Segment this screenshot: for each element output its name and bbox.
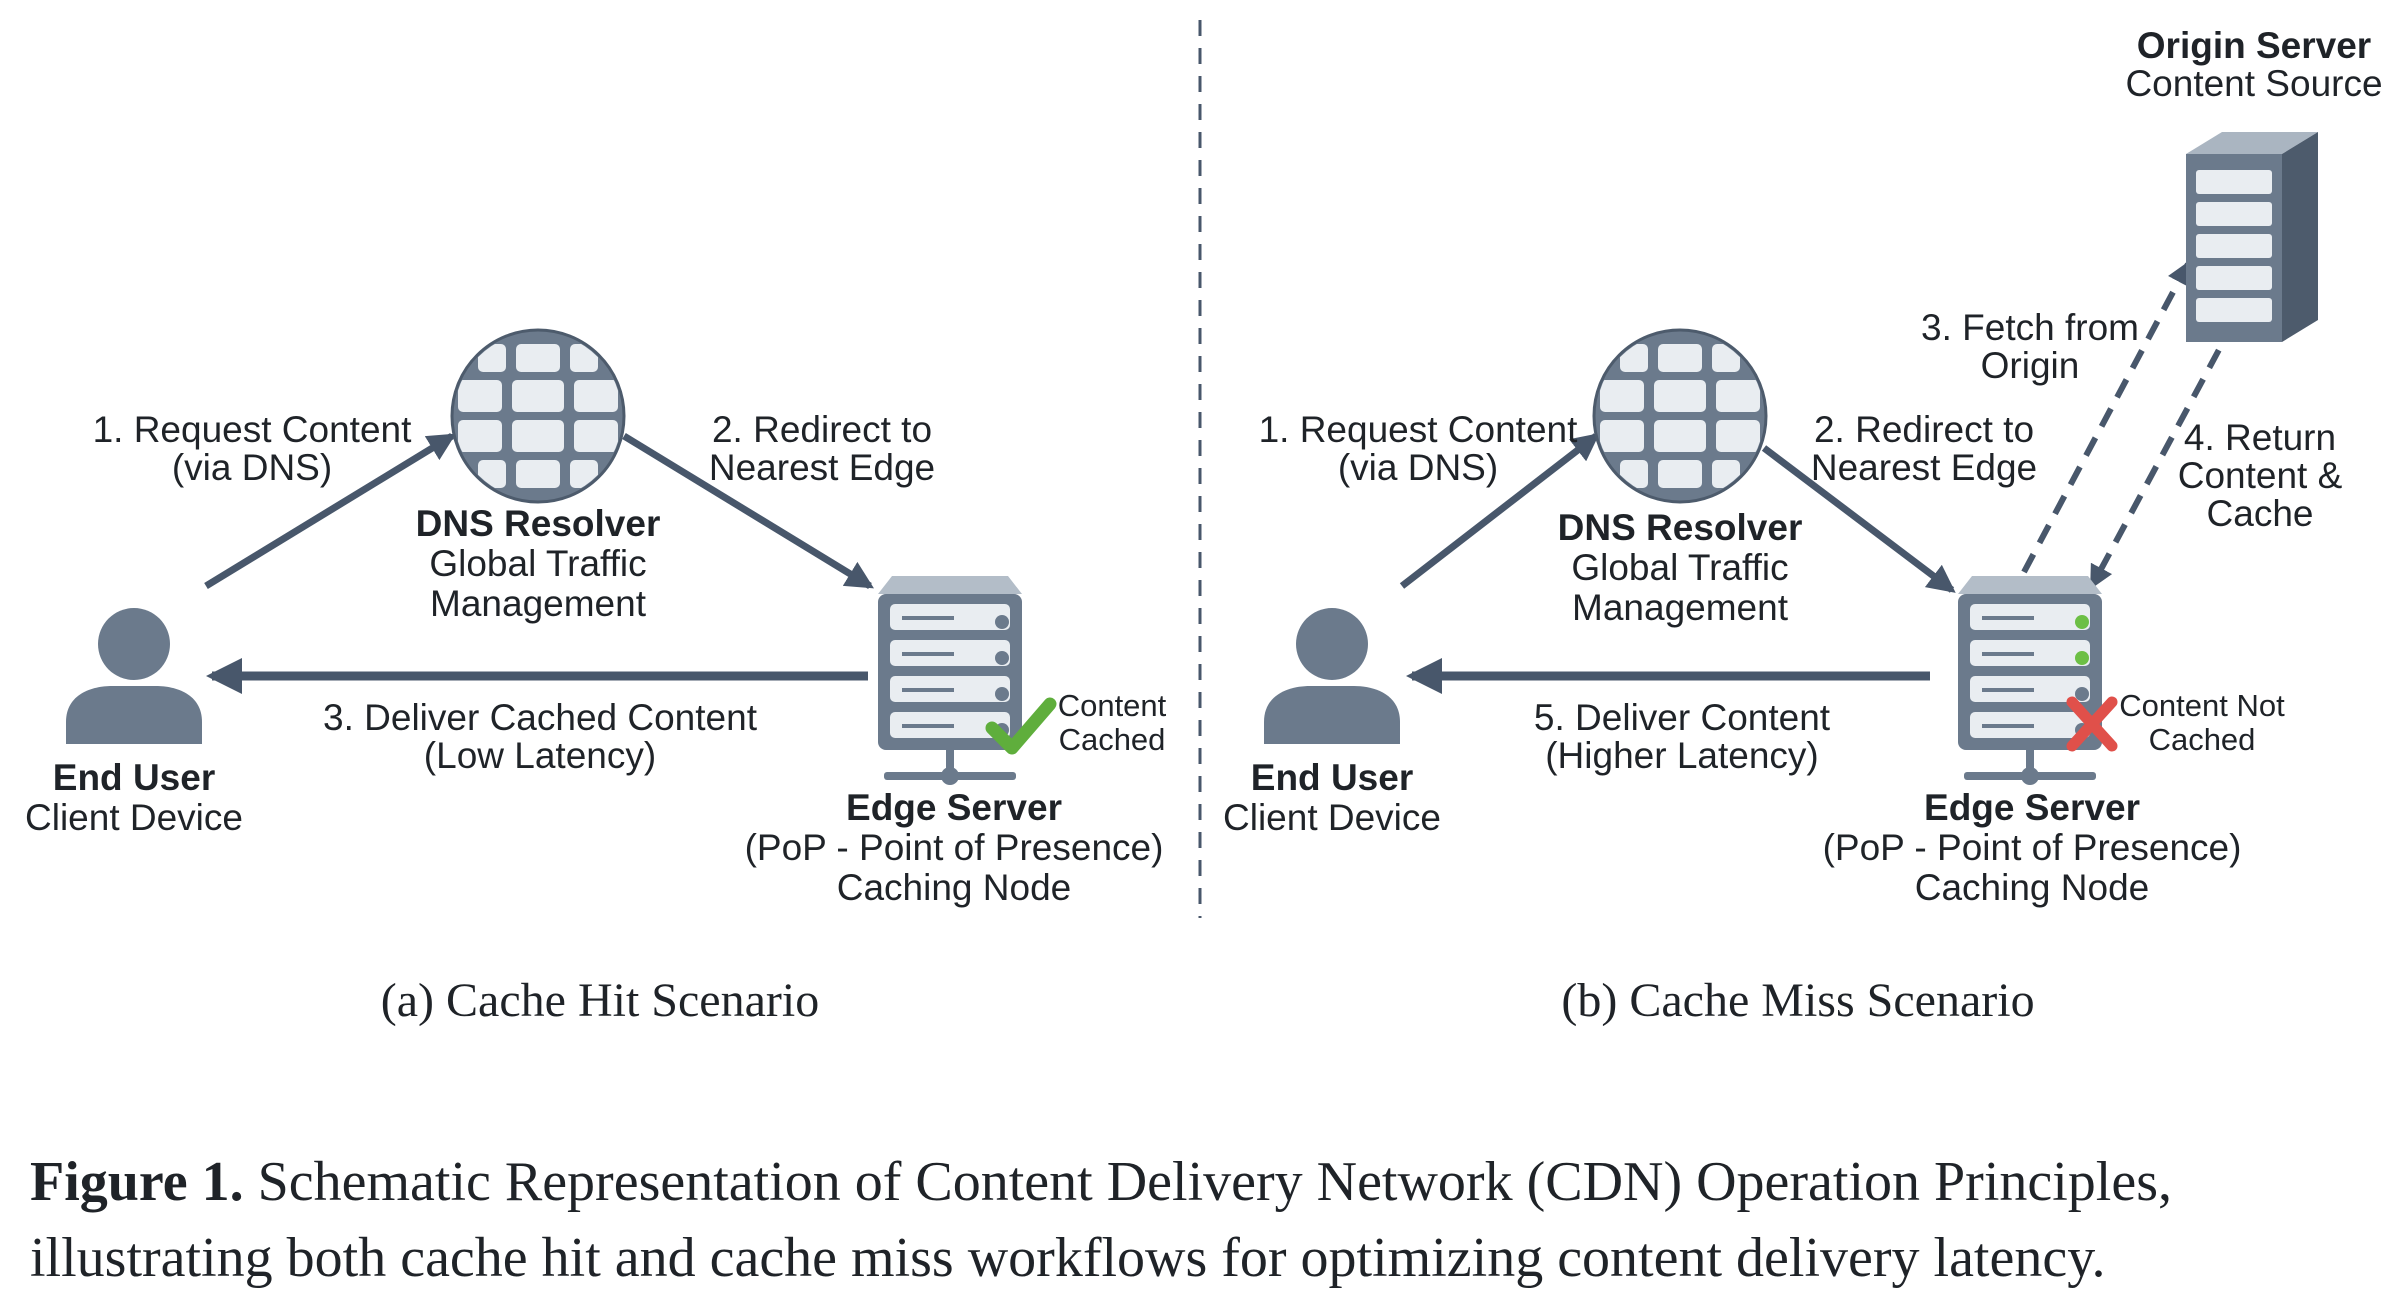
step2-line1: 2. Redirect to [1814,409,2034,450]
cross-icon [2066,696,2118,752]
edge-title: Edge Server [846,787,1062,828]
arrow-redirect-edge [622,433,874,589]
scenario-label-a: (a) Cache Hit Scenario [381,974,819,1027]
origin-title: Origin Server [2137,25,2371,66]
server-led [995,687,1009,701]
origin-server-node: Origin Server Content Source [2125,25,2383,342]
panel-cache-hit: DNS Resolver Global Traffic Management E… [25,330,1167,1027]
step2-line2: Nearest Edge [709,447,935,488]
server-rack-icon [2186,132,2318,342]
step3-line2: (Low Latency) [424,735,656,776]
panel-cache-miss: DNS Resolver Global Traffic Management E… [1223,25,2383,1027]
edge-line1: (PoP - Point of Presence) [745,827,1164,868]
status-line2: Cached [2149,722,2256,757]
caption-line1: Figure 1. Schematic Representation of Co… [30,1151,2172,1213]
edge-line2: Caching Node [837,867,1071,908]
server-led [2075,651,2089,665]
end-user-title: End User [53,757,215,798]
end-user-node: End User Client Device [1223,608,1441,838]
arrow-request-content [204,433,456,589]
caption-text: Schematic Representation of Content Deli… [244,1151,2172,1213]
edge-line1: (PoP - Point of Presence) [1823,827,2242,868]
dns-resolver-node: DNS Resolver Global Traffic Management [416,330,661,624]
step1-line2: (via DNS) [172,447,332,488]
step3-line2: Origin [1981,345,2080,386]
dns-resolver-node: DNS Resolver Global Traffic Management [1558,330,1803,628]
origin-subtitle: Content Source [2125,63,2382,104]
step3-line1: 3. Deliver Cached Content [323,697,758,738]
arrow-redirect-edge [1761,445,1956,593]
server-led [2075,615,2089,629]
dns-line1: Global Traffic [1571,547,1788,588]
end-user-node: End User Client Device [25,608,243,838]
dns-title: DNS Resolver [1558,507,1803,548]
arrow-request-content [1399,433,1600,589]
step3-line1: 3. Fetch from [1921,307,2139,348]
arrow-return-content [2089,290,2253,590]
status-line1: Content Not [2119,688,2285,723]
server-led [2075,687,2089,701]
step5-line2: (Higher Latency) [1545,735,1819,776]
dns-line2: Management [1572,587,1789,628]
step4-line3: Cache [2207,493,2314,534]
edge-server-node: Edge Server (PoP - Point of Presence) Ca… [1823,576,2242,908]
arrow-fetch-origin [2021,260,2191,574]
dns-line2: Management [430,583,647,624]
step4-line1: 4. Return [2184,417,2336,458]
figure-caption: Figure 1. Schematic Representation of Co… [30,1151,2172,1289]
edge-server-node: Edge Server (PoP - Point of Presence) Ca… [745,576,1164,908]
checkmark-icon [985,697,1057,755]
user-icon [1264,608,1400,744]
cache-status-miss: Content Not Cached [2066,688,2285,757]
step1-line1: 1. Request Content [1259,409,1579,450]
caption-line2: illustrating both cache hit and cache mi… [30,1227,2106,1289]
step1-line2: (via DNS) [1338,447,1498,488]
step5-line1: 5. Deliver Content [1534,697,1831,738]
step4-line2: Content & [2178,455,2343,496]
status-line2: Cached [1059,722,1166,757]
status-line1: Content [1058,688,1167,723]
server-led [995,615,1009,629]
user-icon [66,608,202,744]
step2-line1: 2. Redirect to [712,409,932,450]
end-user-subtitle: Client Device [1223,797,1441,838]
dns-title: DNS Resolver [416,503,661,544]
step1-line1: 1. Request Content [93,409,413,450]
end-user-subtitle: Client Device [25,797,243,838]
dns-line1: Global Traffic [429,543,646,584]
server-led [995,651,1009,665]
end-user-title: End User [1251,757,1413,798]
cache-status-hit: Content Cached [985,688,1167,757]
step2-line2: Nearest Edge [1811,447,2037,488]
edge-title: Edge Server [1924,787,2140,828]
server-icon [1958,576,2102,785]
edge-line2: Caching Node [1915,867,2149,908]
scenario-label-b: (b) Cache Miss Scenario [1561,974,2034,1027]
server-icon [878,576,1022,785]
globe-icon [452,330,624,502]
caption-label: Figure 1. [30,1151,244,1213]
globe-icon [1594,330,1766,502]
